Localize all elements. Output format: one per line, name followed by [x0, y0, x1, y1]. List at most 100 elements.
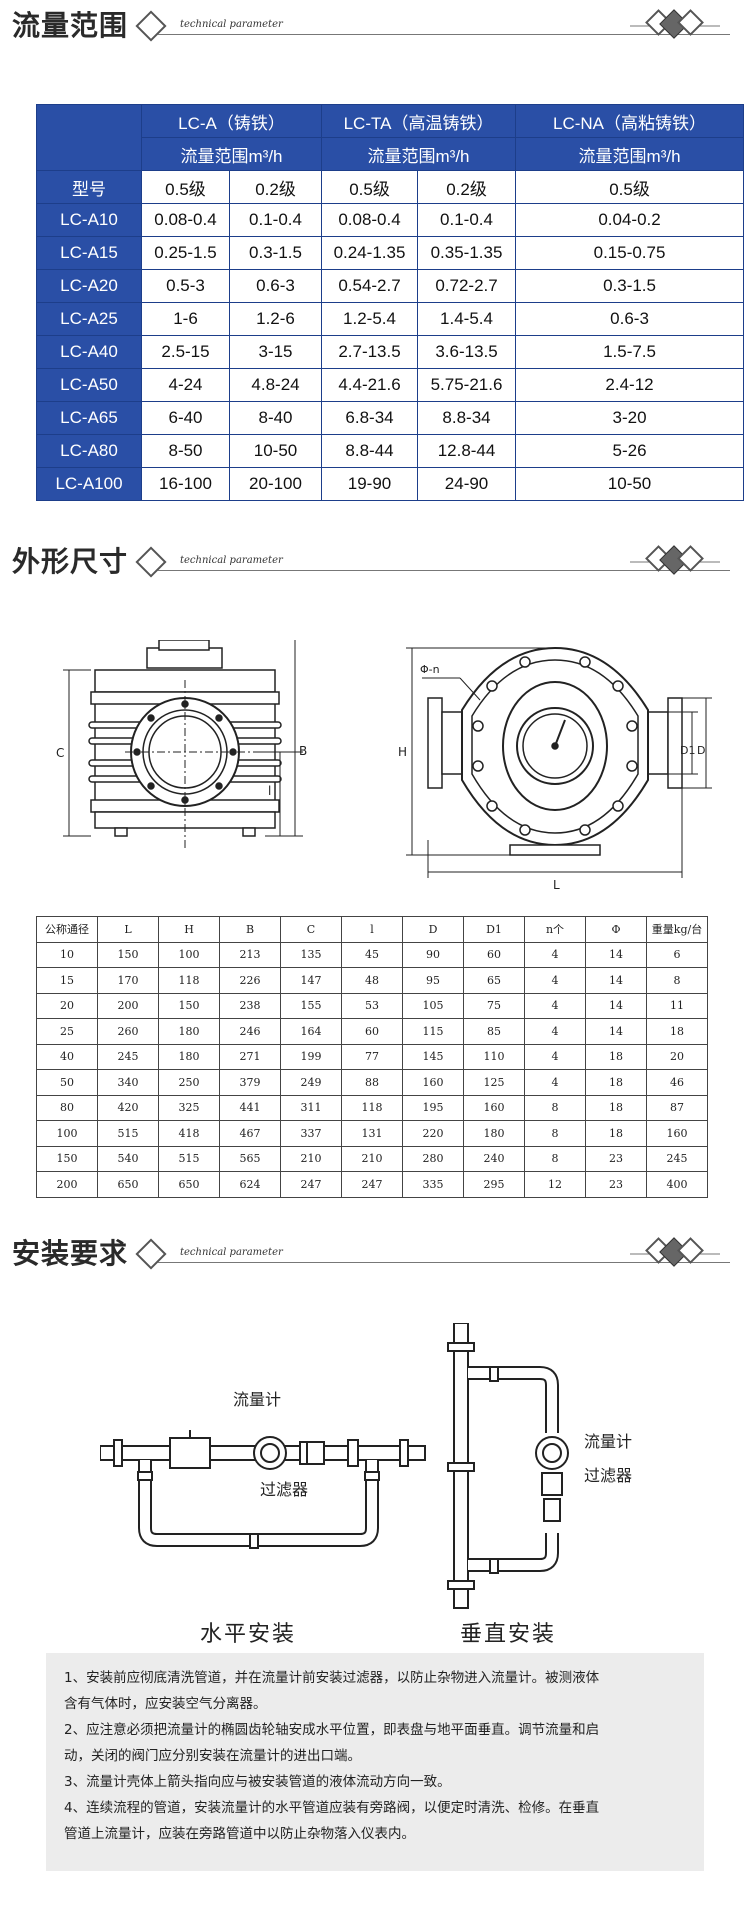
table-cell: 110 — [463, 1043, 525, 1070]
table-cell: 210 — [280, 1145, 342, 1172]
unit-header: 流量范围m³/h — [140, 137, 323, 171]
model-cell: LC-A25 — [36, 302, 142, 336]
table-row: LC-A40 2.5-15 3-15 2.7-13.5 3.6-13.5 1.5… — [36, 335, 745, 369]
table-cell: 247 — [341, 1171, 403, 1198]
column-header: n个 — [524, 916, 586, 943]
table-cell: 515 — [97, 1120, 159, 1147]
value-cell: 2.5-15 — [141, 335, 230, 369]
table-cell: 210 — [341, 1145, 403, 1172]
vertical-install-diagram — [447, 1323, 569, 1609]
column-header: D1 — [463, 916, 525, 943]
table-cell: 46 — [646, 1069, 708, 1096]
table-cell: 14 — [585, 941, 647, 968]
value-cell: 0.54-2.7 — [321, 269, 419, 303]
value-cell: 1.2-5.4 — [321, 302, 419, 336]
column-header: D — [402, 916, 464, 943]
table-row: LC-A50 4-24 4.8-24 4.4-21.6 5.75-21.6 2.… — [36, 368, 745, 402]
table-cell: 246 — [219, 1018, 281, 1045]
section-header-install: 安装要求 technical parameter — [0, 1228, 750, 1270]
table-cell: 65 — [463, 967, 525, 994]
value-cell: 1-6 — [141, 302, 230, 336]
model-cell: LC-A15 — [36, 236, 142, 270]
table-cell: 48 — [341, 967, 403, 994]
table-cell: 250 — [158, 1069, 220, 1096]
table-cell: 199 — [280, 1043, 342, 1070]
value-cell: 5-26 — [515, 434, 745, 468]
table-cell: 14 — [585, 1018, 647, 1045]
note-line: 管道上流量计，应装在旁路管道中以防止杂物落入仪表内。 — [64, 1826, 415, 1842]
dim-label-phi-n: Φ-n — [420, 663, 440, 676]
group-header: LC-NA（高粘铸铁） — [515, 104, 745, 138]
table-cell: 247 — [280, 1171, 342, 1198]
value-cell: 20-100 — [228, 467, 323, 501]
table-cell: 164 — [280, 1018, 342, 1045]
table-cell: 90 — [402, 941, 464, 968]
horizontal-meter-label: 流量计 — [233, 1390, 282, 1409]
vertical-meter-label: 流量计 — [584, 1432, 633, 1451]
table-cell: 20 — [646, 1043, 708, 1070]
table-row: LC-A20 0.5-3 0.6-3 0.54-2.7 0.72-2.7 0.3… — [36, 269, 745, 303]
value-cell: 2.7-13.5 — [321, 335, 419, 369]
unit-header: 流量范围m³/h — [321, 137, 517, 171]
table-cell: 118 — [341, 1094, 403, 1121]
dim-label-d: D — [697, 744, 706, 757]
value-cell: 8.8-44 — [321, 434, 419, 468]
diamond-cluster-icon — [630, 1237, 720, 1267]
table-cell: 180 — [158, 1018, 220, 1045]
table-cell: 40 — [36, 1043, 98, 1070]
value-cell: 6.8-34 — [321, 401, 419, 435]
dim-label-l: l — [268, 784, 272, 798]
table-cell: 18 — [585, 1069, 647, 1096]
section-subtitle: technical parameter — [180, 19, 283, 30]
divider — [145, 34, 730, 35]
table-row: LC-A100 16-100 20-100 19-90 24-90 10-50 — [36, 467, 745, 501]
value-cell: 0.35-1.35 — [417, 236, 517, 270]
value-cell: 12.8-44 — [417, 434, 517, 468]
value-cell: 10-50 — [515, 467, 745, 501]
table-cell: 50 — [36, 1069, 98, 1096]
table-cell: 280 — [402, 1145, 464, 1172]
table-cell: 650 — [97, 1171, 159, 1198]
note-line: 3、流量计壳体上箭头指向应与被安装管道的液体流动方向一致。 — [64, 1774, 451, 1790]
value-cell: 5.75-21.6 — [417, 368, 517, 402]
grade-cell: 0.5级 — [515, 170, 745, 204]
value-cell: 4-24 — [141, 368, 230, 402]
horizontal-install-caption: 水平安装 — [200, 1622, 297, 1647]
table-cell: 565 — [219, 1145, 281, 1172]
table-cell: 624 — [219, 1171, 281, 1198]
table-cell: 155 — [280, 992, 342, 1019]
vertical-filter-label: 过滤器 — [584, 1466, 633, 1485]
divider — [145, 1262, 730, 1263]
table-cell: 18 — [585, 1094, 647, 1121]
value-cell: 0.1-0.4 — [228, 203, 323, 237]
corner-cell — [36, 104, 142, 171]
table-cell: 80 — [36, 1094, 98, 1121]
dim-label-d1: D1 — [680, 744, 696, 757]
table-cell: 18 — [585, 1120, 647, 1147]
install-notes: 1、安装前应彻底清洗管道，并在流量计前安装过滤器，以防止杂物进入流量计。被测液体… — [46, 1653, 704, 1871]
group-header: LC-A（铸铁） — [140, 104, 323, 138]
value-cell: 0.3-1.5 — [228, 236, 323, 270]
section-title: 安装要求 — [12, 1237, 129, 1270]
front-view-drawing — [406, 646, 712, 878]
table-cell: 125 — [463, 1069, 525, 1096]
value-cell: 0.15-0.75 — [515, 236, 745, 270]
table-cell: 420 — [97, 1094, 159, 1121]
table-cell: 400 — [646, 1171, 708, 1198]
dim-label-c: C — [56, 746, 65, 760]
value-cell: 0.04-0.2 — [515, 203, 745, 237]
table-cell: 220 — [402, 1120, 464, 1147]
side-view-drawing — [63, 640, 303, 850]
table-cell: 540 — [97, 1145, 159, 1172]
value-cell: 8-50 — [141, 434, 230, 468]
table-row: LC-A80 8-50 10-50 8.8-44 12.8-44 5-26 — [36, 434, 745, 468]
table-cell: 12 — [524, 1171, 586, 1198]
table-row: LC-A15 0.25-1.5 0.3-1.5 0.24-1.35 0.35-1… — [36, 236, 745, 270]
table-cell: 60 — [463, 941, 525, 968]
table-cell: 100 — [158, 941, 220, 968]
table-cell: 260 — [97, 1018, 159, 1045]
table-cell: 515 — [158, 1145, 220, 1172]
